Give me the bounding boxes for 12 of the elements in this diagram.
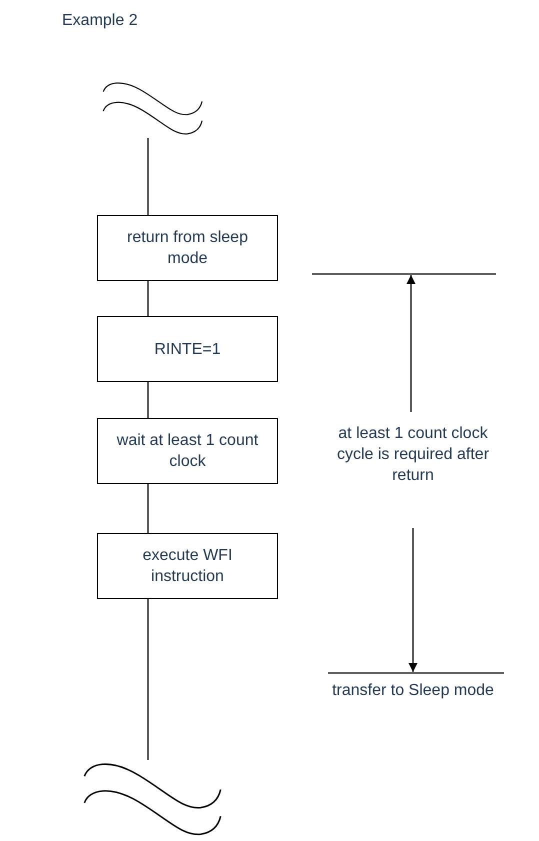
process-box: return from sleep mode: [97, 215, 278, 281]
connector-line: [147, 382, 149, 418]
connector-line: [147, 281, 149, 316]
dimension-label: at least 1 count clock cycle is required after return: [336, 424, 490, 486]
diagram-title: Example 2: [62, 11, 138, 31]
process-box: execute WFI instruction: [97, 533, 278, 599]
connector-line: [147, 138, 149, 215]
note-text: transfer to Sleep mode: [331, 681, 495, 701]
connector-line: [147, 484, 149, 533]
process-box: RINTE=1: [97, 316, 278, 382]
process-box: wait at least 1 count clock: [97, 418, 278, 484]
connector-line: [147, 599, 149, 760]
